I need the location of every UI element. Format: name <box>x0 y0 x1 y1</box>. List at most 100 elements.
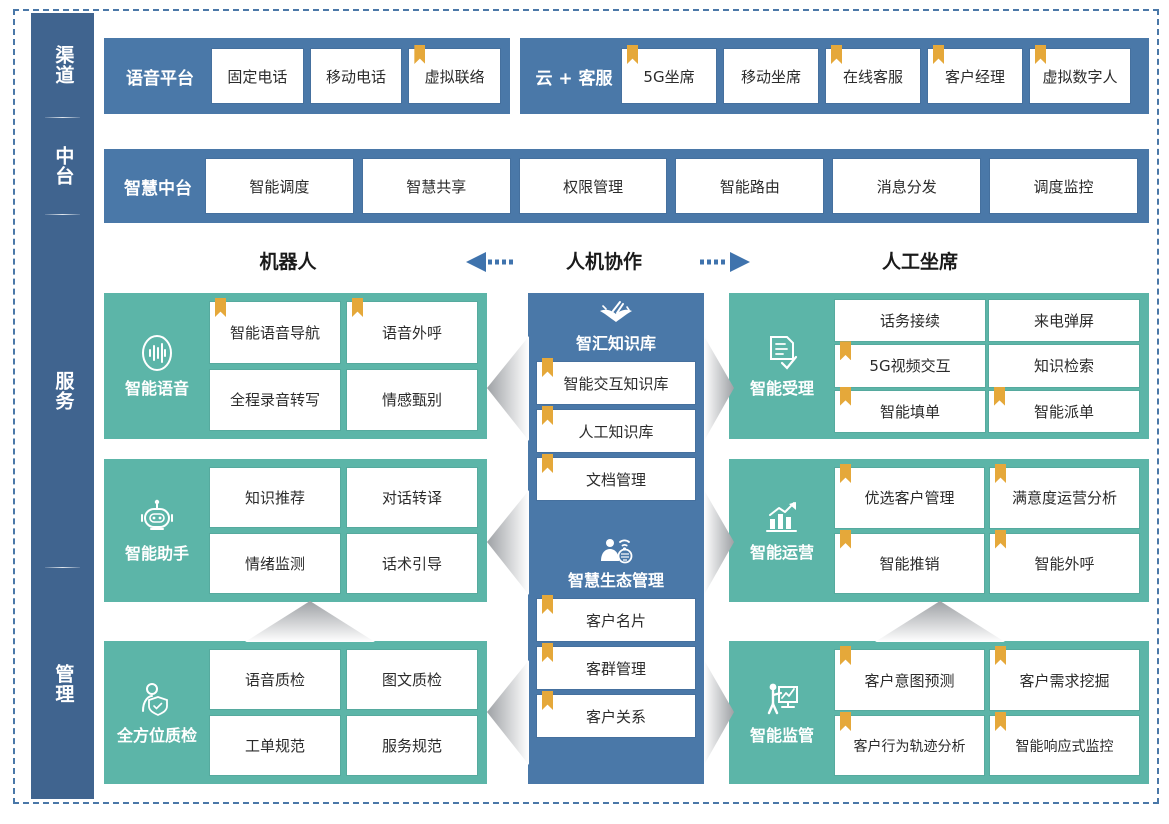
chevron-right-acceptance <box>704 336 734 441</box>
channel-group-voice-platform: 语音平台 固定电话 移动电话 虚拟联络 <box>104 38 510 114</box>
platform-row-label: 智慧中台 <box>124 178 192 199</box>
tier-management[interactable]: 管理 <box>31 568 94 799</box>
triangle-up-left <box>245 601 375 642</box>
chart-growth-icon <box>763 499 801 537</box>
block-full-quality-inspection: 全方位质检 语音质检 图文质检 工单规范 服务规范 <box>104 641 487 784</box>
service-chip-emotion-detection[interactable]: 情感甄别 <box>347 369 477 430</box>
tier-channel-label: 渠道 <box>52 45 75 85</box>
block-intelligent-operations: 智能运营 优选客户管理 满意度运营分析 智能推销 智能外呼 <box>729 459 1149 602</box>
channel-chip-virtual-contact[interactable]: 虚拟联络 <box>409 49 501 103</box>
presentation-person-icon <box>762 680 802 720</box>
manage-chip-intelligent-form-filling[interactable]: 智能填单 <box>835 390 985 432</box>
chevron-left-quality <box>487 660 529 765</box>
channel-chip-mobile-seat[interactable]: 移动坐席 <box>724 49 818 103</box>
block-full-quality-inspection-header: 全方位质检 <box>104 641 210 784</box>
service-chip-full-recording-transcription[interactable]: 全程录音转写 <box>210 369 340 430</box>
tier-service[interactable]: 服务 <box>31 215 94 567</box>
column-header-human-agent: 人工坐席 <box>881 250 958 273</box>
tier-platform[interactable]: 中台 <box>31 118 94 214</box>
service-chip-script-guidance[interactable]: 话术引导 <box>347 534 477 593</box>
manage-chip-customer-intent-prediction[interactable]: 客户意图预测 <box>835 650 984 710</box>
arrow-left-dashed <box>466 252 524 272</box>
center-chip-document-management[interactable]: 文档管理 <box>537 458 695 500</box>
block-intelligent-acceptance-header: 智能受理 <box>729 293 835 439</box>
platform-chip-intelligent-routing[interactable]: 智能路由 <box>676 159 824 213</box>
column-header-human-machine: 人机协作 <box>565 250 642 273</box>
platform-chip-dispatch-monitoring[interactable]: 调度监控 <box>990 159 1137 213</box>
tier-divider-3 <box>45 567 80 568</box>
triangle-up-right <box>875 601 1005 642</box>
block-intelligent-voice: 智能语音 智能语音导航 语音外呼 全程录音转写 情感甄别 <box>104 293 487 439</box>
block-intelligent-supervision: 智能监管 客户意图预测 客户需求挖掘 客户行为轨迹分析 智能响应式监控 <box>729 641 1149 784</box>
block-ecosystem-management: 智慧生态管理 客户名片 客群管理 客户关系 <box>528 528 704 784</box>
book-pen-icon <box>596 300 636 328</box>
block-knowledge-base-title: 智汇知识库 <box>575 334 656 353</box>
center-chip-customer-relationship[interactable]: 客户关系 <box>537 695 695 737</box>
channel-group-cloud-service: 云 + 客服 5G坐席 移动坐席 在线客服 客户经理 虚拟数字人 <box>520 38 1149 114</box>
service-chip-knowledge-recommendation[interactable]: 知识推荐 <box>210 468 340 527</box>
service-chip-service-standard[interactable]: 服务规范 <box>347 716 477 775</box>
channel-chip-fixed-phone[interactable]: 固定电话 <box>212 49 303 103</box>
block-intelligent-assistant: 智能助手 知识推荐 对话转译 情绪监测 话术引导 <box>104 459 487 602</box>
manage-chip-preferred-customer-management[interactable]: 优选客户管理 <box>835 468 984 528</box>
platform-chip-smart-sharing[interactable]: 智慧共享 <box>362 159 510 213</box>
manage-chip-5g-video-interaction[interactable]: 5G视频交互 <box>835 345 985 387</box>
block-full-quality-inspection-title: 全方位质检 <box>116 725 197 745</box>
channel-chip-virtual-human[interactable]: 虚拟数字人 <box>1030 49 1130 103</box>
service-chip-voice-quality-inspection[interactable]: 语音质检 <box>210 650 340 709</box>
service-chip-emotion-monitoring[interactable]: 情绪监测 <box>210 534 340 593</box>
chevron-left-voice <box>487 336 529 441</box>
channel-chip-online-service[interactable]: 在线客服 <box>826 49 920 103</box>
block-intelligent-supervision-header: 智能监管 <box>729 641 835 784</box>
robot-icon <box>138 498 176 538</box>
manage-chip-intelligent-marketing[interactable]: 智能推销 <box>835 533 984 593</box>
platform-chip-intelligent-scheduling[interactable]: 智能调度 <box>206 159 353 213</box>
block-knowledge-base-header: 智汇知识库 <box>528 293 704 358</box>
manage-chip-intelligent-dispatch[interactable]: 智能派单 <box>989 390 1139 432</box>
service-chip-voice-navigation[interactable]: 智能语音导航 <box>210 302 340 363</box>
manage-chip-intelligent-responsive-monitoring[interactable]: 智能响应式监控 <box>990 716 1139 775</box>
block-intelligent-operations-header: 智能运营 <box>729 459 835 602</box>
manage-chip-intelligent-outbound[interactable]: 智能外呼 <box>990 533 1139 593</box>
center-chip-customer-card[interactable]: 客户名片 <box>537 599 695 641</box>
block-intelligent-voice-title: 智能语音 <box>124 379 189 398</box>
channel-chip-account-manager[interactable]: 客户经理 <box>928 49 1022 103</box>
diagram-outer-frame <box>13 9 1159 804</box>
center-chip-manual-knowledge-base[interactable]: 人工知识库 <box>537 410 695 452</box>
chevron-right-supervision <box>704 660 734 765</box>
manage-chip-satisfaction-analysis[interactable]: 满意度运营分析 <box>990 468 1139 528</box>
platform-chip-permission-management[interactable]: 权限管理 <box>519 159 667 213</box>
tier-divider-2 <box>45 214 80 215</box>
service-chip-dialogue-translation[interactable]: 对话转译 <box>347 468 477 527</box>
platform-chip-message-distribution[interactable]: 消息分发 <box>833 159 981 213</box>
block-ecosystem-management-header: 智慧生态管理 <box>528 528 704 595</box>
block-intelligent-supervision-title: 智能监管 <box>749 725 814 745</box>
tier-platform-label: 中台 <box>52 146 75 186</box>
block-intelligent-operations-title: 智能运营 <box>749 542 814 562</box>
manage-chip-customer-demand-mining[interactable]: 客户需求挖掘 <box>990 650 1139 710</box>
platform-row: 智慧中台 智能调度 智慧共享 权限管理 智能路由 消息分发 调度监控 <box>104 149 1149 223</box>
center-chip-customer-group-management[interactable]: 客群管理 <box>537 647 695 689</box>
channel-chip-mobile-phone[interactable]: 移动电话 <box>310 49 402 103</box>
channel-chip-5g-seat[interactable]: 5G坐席 <box>622 49 716 103</box>
channel-group-voice-platform-label: 语音平台 <box>126 68 194 89</box>
block-intelligent-assistant-title: 智能助手 <box>124 543 189 563</box>
manage-chip-call-connection[interactable]: 话务接续 <box>835 300 985 342</box>
person-shield-icon <box>137 680 177 720</box>
tier-sidebar: 渠道 中台 服务 管理 <box>31 13 94 799</box>
center-chip-interactive-knowledge-base[interactable]: 智能交互知识库 <box>537 362 695 404</box>
service-chip-voice-outbound[interactable]: 语音外呼 <box>347 302 477 363</box>
voice-wave-icon <box>138 333 176 373</box>
manage-chip-knowledge-search[interactable]: 知识检索 <box>989 345 1139 387</box>
chevron-right-operations <box>704 490 734 595</box>
service-chip-ticket-standard[interactable]: 工单规范 <box>210 716 340 775</box>
service-chip-text-image-quality-inspection[interactable]: 图文质检 <box>347 650 477 709</box>
block-ecosystem-management-title: 智慧生态管理 <box>567 571 664 590</box>
channel-group-cloud-service-label: 云 + 客服 <box>535 68 613 89</box>
block-intelligent-assistant-header: 智能助手 <box>104 459 210 602</box>
manage-chip-incoming-call-popup[interactable]: 来电弹屏 <box>989 300 1139 342</box>
block-intelligent-acceptance-title: 智能受理 <box>749 379 814 398</box>
tier-channel[interactable]: 渠道 <box>31 13 94 117</box>
manage-chip-customer-behavior-analysis[interactable]: 客户行为轨迹分析 <box>835 716 984 775</box>
